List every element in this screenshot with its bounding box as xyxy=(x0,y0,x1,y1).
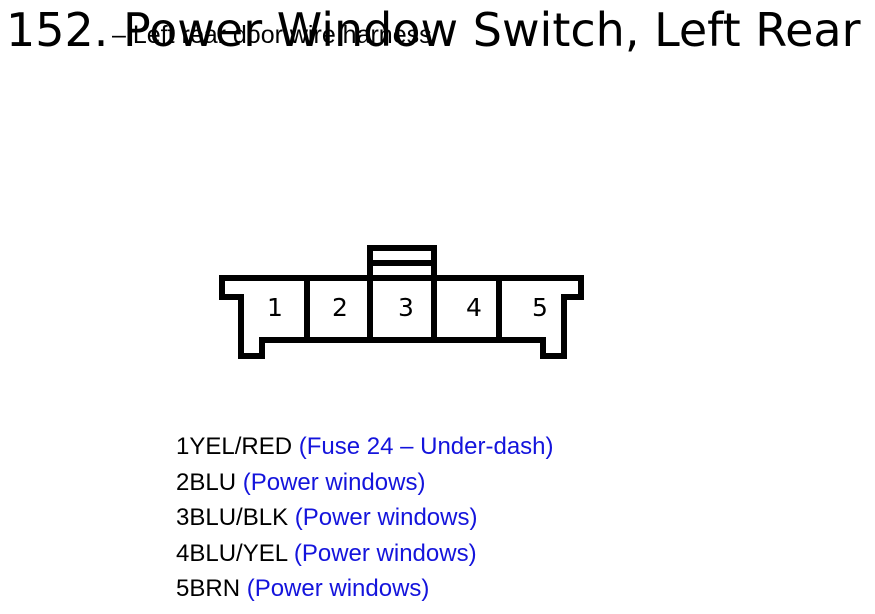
pinout-description: (Power windows) xyxy=(242,468,426,496)
pinout-description: (Power windows) xyxy=(246,575,430,603)
pinout-row: 4BLU/YEL (Power windows) xyxy=(176,536,554,572)
pinout-list: 1YEL/RED (Fuse 24 – Under-dash) 2BLU (Po… xyxy=(176,429,554,607)
pinout-description: (Power windows) xyxy=(293,539,477,567)
pinout-description: (Power windows) xyxy=(294,504,478,532)
harness-subtitle: – Left rear door wire harness xyxy=(112,21,432,49)
pinout-row: 2BLU (Power windows) xyxy=(176,465,554,501)
pinout-wire: BLU/BLK xyxy=(189,504,289,532)
pinout-pin: 3 xyxy=(176,504,190,532)
pinout-pin: 2 xyxy=(176,468,190,496)
connector-pin-number: 3 xyxy=(398,293,414,322)
page-title: 152. Power Window Switch, Left Rear xyxy=(6,3,861,57)
connector-housing-outline xyxy=(219,275,584,359)
pinout-row: 1YEL/RED (Fuse 24 – Under-dash) xyxy=(176,429,554,465)
pinout-row: 3BLU/BLK (Power windows) xyxy=(176,500,554,536)
connector-pin-number: 1 xyxy=(267,293,283,322)
pinout-wire: YEL/RED xyxy=(189,433,293,460)
pinout-pin: 4 xyxy=(176,539,190,567)
pinout-pin: 1 xyxy=(176,433,190,460)
connector-pin-number: 5 xyxy=(532,293,548,322)
pinout-row: 5BRN (Power windows) xyxy=(176,571,554,607)
pinout-description: (Fuse 24 – Under-dash) xyxy=(298,433,554,460)
pinout-wire: BLU xyxy=(189,468,237,496)
pinout-wire: BLU/YEL xyxy=(189,539,288,567)
pinout-pin: 5 xyxy=(176,575,190,603)
connector-pin-number: 2 xyxy=(332,293,348,322)
connector-pin-number: 4 xyxy=(466,293,482,322)
pinout-wire: BRN xyxy=(189,575,241,603)
